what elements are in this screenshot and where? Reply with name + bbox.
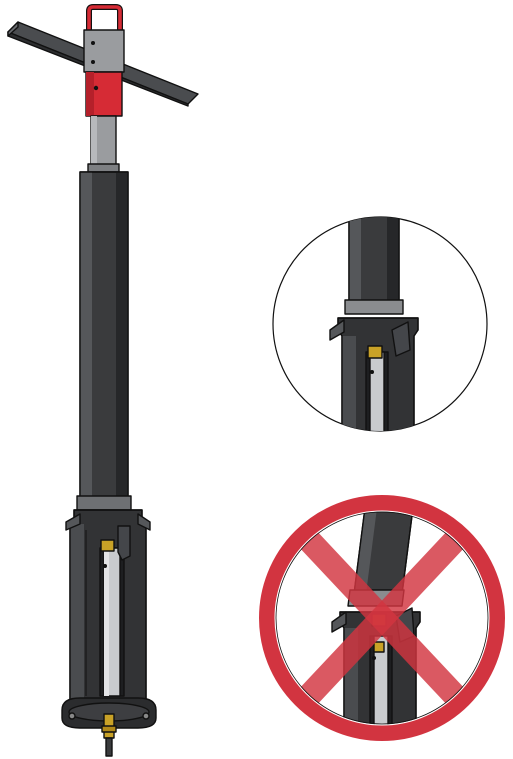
base-flange: [61, 697, 157, 729]
outer-tube: [76, 171, 132, 511]
prohibition-icon: [259, 495, 505, 741]
main-tool: [7, 4, 199, 757]
detail-incorrect: [259, 495, 505, 741]
detail-correct: [272, 216, 488, 432]
base-housing: [65, 509, 151, 701]
upper-rod: [87, 115, 120, 173]
brass-fitting: [101, 713, 117, 757]
clamp-block: [83, 29, 125, 73]
red-collar: [85, 71, 123, 117]
latch-pin: [100, 539, 115, 552]
handle-loop: [86, 4, 123, 30]
